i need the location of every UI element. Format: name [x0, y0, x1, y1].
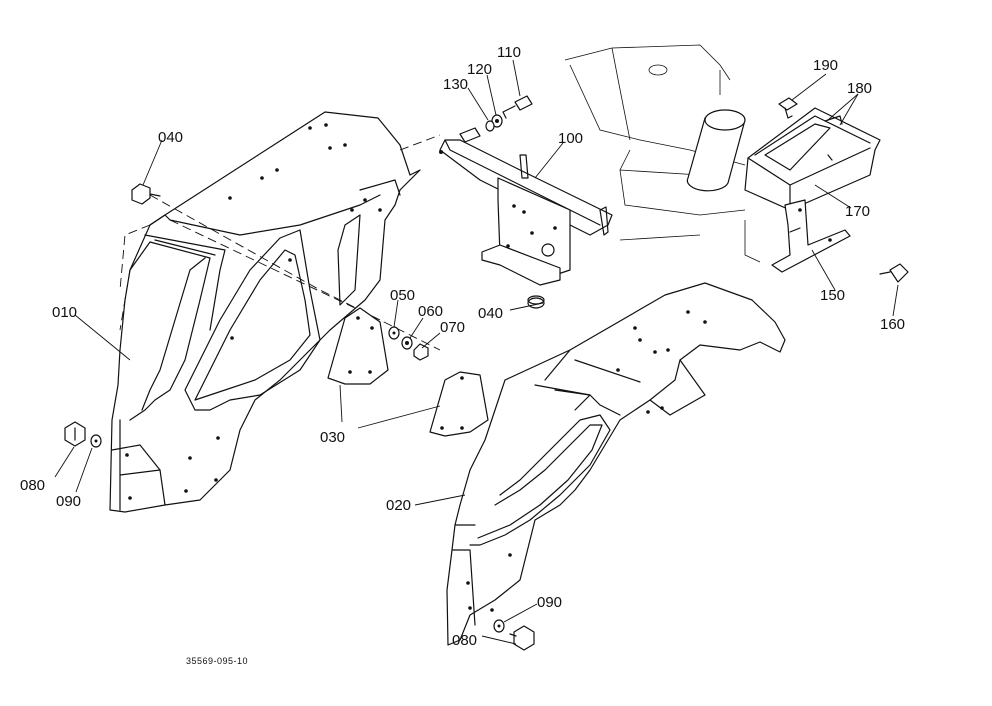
callout-130: 130	[443, 76, 468, 93]
callout-030: 030	[320, 429, 345, 446]
drawing-number: 35569-095-10	[186, 656, 248, 666]
bolt-040-left	[131, 183, 161, 205]
callout-190: 190	[813, 57, 838, 74]
callout-010: 010	[52, 304, 77, 321]
bolt-160	[879, 263, 909, 283]
washer-090-left	[90, 434, 102, 448]
callout-060: 060	[418, 303, 443, 320]
callout-100: 100	[558, 130, 583, 147]
bracket-150	[771, 199, 851, 273]
callout-180: 180	[847, 80, 872, 97]
callout-090-bottom: 090	[537, 594, 562, 611]
callout-050: 050	[390, 287, 415, 304]
assembly-guide-lines	[119, 134, 441, 351]
fender-plate-030-right	[429, 371, 489, 437]
left-fender-010	[109, 111, 421, 513]
callout-020: 020	[386, 497, 411, 514]
callout-labels: 040 010 080 090 030 050 060 070 040 130 …	[20, 44, 905, 666]
tool-box-170	[744, 107, 881, 211]
leader-lines	[54, 59, 899, 645]
callout-110: 110	[497, 44, 521, 61]
nut-070	[413, 343, 429, 361]
callout-120: 120	[467, 61, 492, 78]
muffler-cylinder	[686, 109, 746, 192]
lock-washer-060	[401, 336, 413, 350]
bolt-end-130-area	[439, 127, 481, 154]
right-fender-020	[446, 282, 786, 646]
callout-080-left: 080	[20, 477, 45, 494]
bolt-080-left	[64, 421, 86, 447]
callout-040-left: 040	[158, 129, 183, 146]
bolt-190	[778, 97, 798, 119]
callout-170: 170	[845, 203, 870, 220]
support-bracket-100	[439, 139, 613, 286]
callout-090-left: 090	[56, 493, 81, 510]
tractor-body-outline	[564, 44, 761, 263]
callout-160: 160	[880, 316, 905, 333]
washer-050	[388, 326, 400, 340]
callout-040-center: 040	[478, 305, 503, 322]
callout-150: 150	[820, 287, 845, 304]
washer-090-bottom	[493, 619, 505, 633]
fender-plate-030-left	[327, 307, 389, 385]
washer-130	[485, 120, 495, 132]
callout-080-bottom: 080	[452, 632, 477, 649]
callout-070: 070	[440, 319, 465, 336]
nut-040-center	[527, 295, 545, 309]
bolt-080-bottom	[509, 625, 535, 651]
bolt-110	[502, 95, 533, 119]
